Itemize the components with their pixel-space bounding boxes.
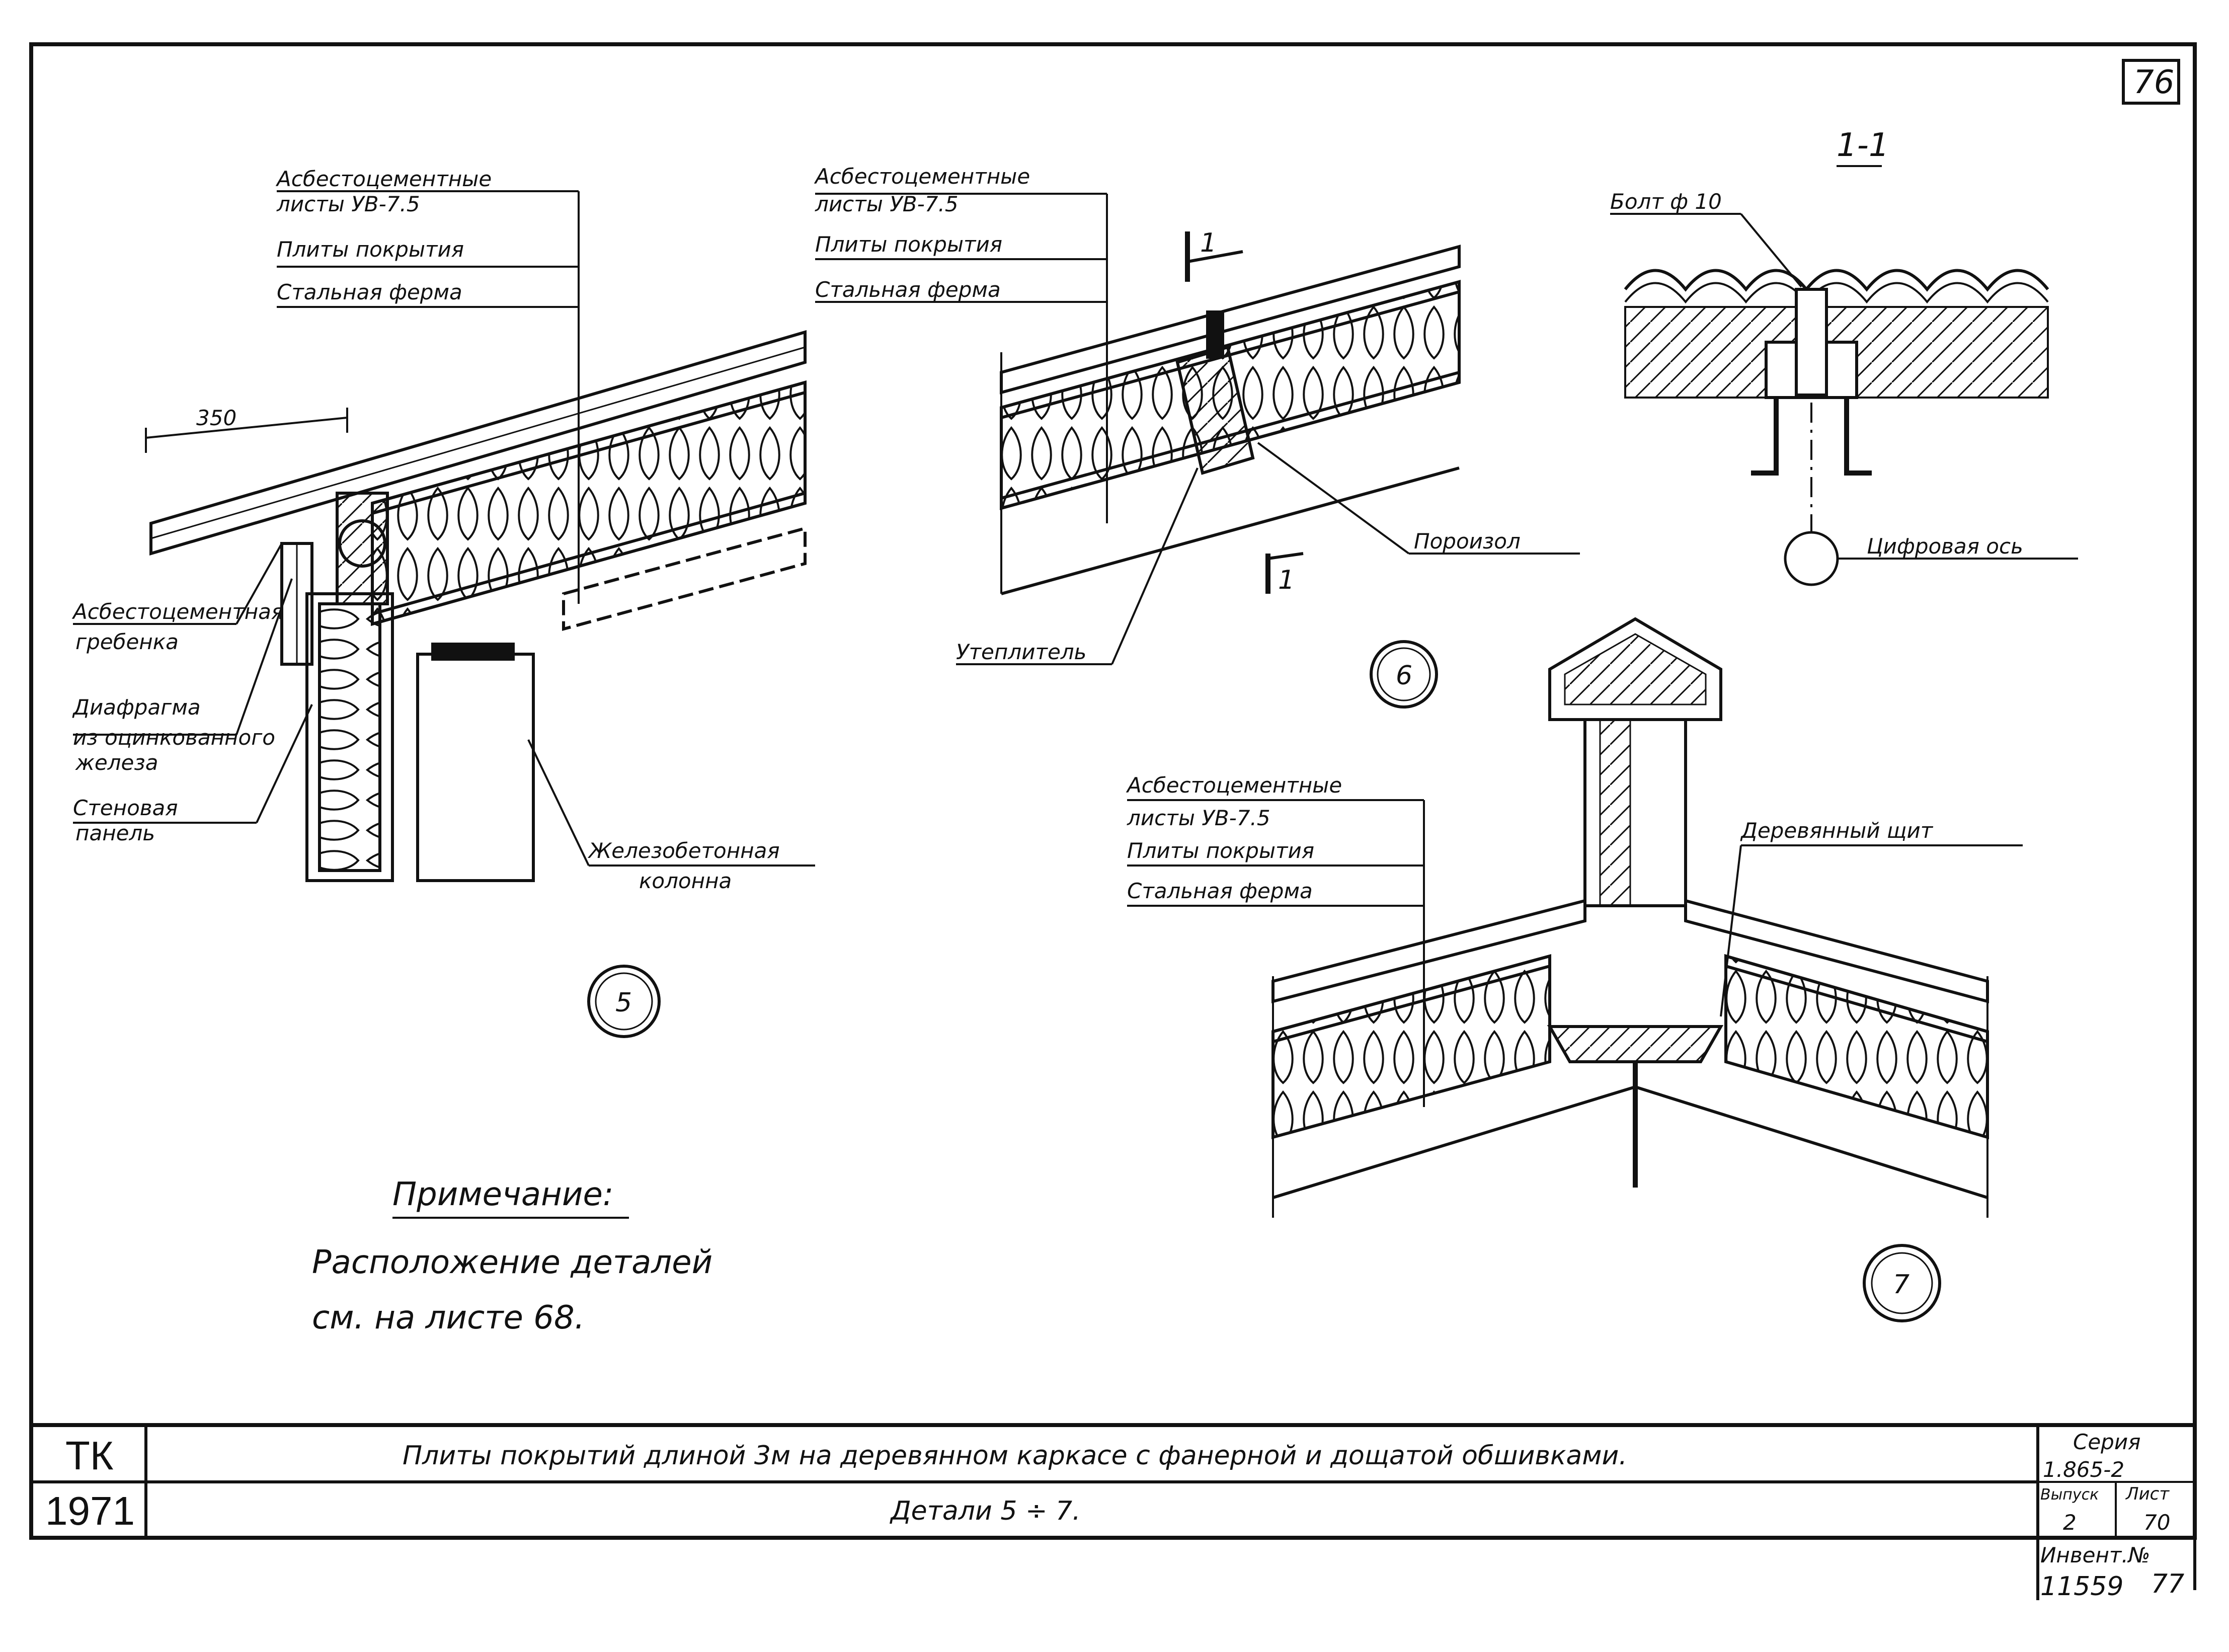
page-number: 76 <box>2133 64 2174 101</box>
sheet-value: 70 <box>2143 1510 2170 1535</box>
d6-label-slabs: Плиты покрытия <box>815 232 1002 257</box>
issue-value: 2 <box>2063 1510 2077 1535</box>
d5-label-sheets: Асбестоцементные <box>275 167 492 191</box>
detail-5-number: 5 <box>615 988 632 1018</box>
series-value: 1.865-2 <box>2043 1457 2124 1482</box>
d6-label-truss: Стальная ферма <box>815 277 1001 302</box>
section-1-1-drawing <box>1610 165 2078 586</box>
issue-label: Выпуск <box>2040 1486 2099 1504</box>
d5-dimension: 350 <box>196 406 236 430</box>
d5-left-label-5: железа <box>75 750 158 775</box>
d5-left-label-3: Диафрагма <box>72 695 201 720</box>
section-label-axis: Цифровая ось <box>1867 534 2023 559</box>
d5-label-sheets-type: листы УВ-7.5 <box>276 192 420 216</box>
note-line-2: см. на листе 68. <box>312 1299 585 1336</box>
d5-left-label-6: Стеновая <box>73 796 178 820</box>
d5-left-label-1: Асбестоцементная <box>71 599 284 624</box>
section-mark-bottom: 1 <box>1278 565 1295 595</box>
section-label-bolt: Болт ф 10 <box>1610 189 1722 214</box>
series-label: Серия <box>2073 1430 2140 1454</box>
title-block <box>31 1423 2196 1600</box>
stamp-tk: ТК <box>65 1433 114 1478</box>
note-heading: Примечание: <box>392 1176 613 1213</box>
note-line-1: Расположение деталей <box>312 1244 712 1281</box>
stamp-year: 1971 <box>45 1488 135 1533</box>
d5-column-label-2: колонна <box>639 869 732 893</box>
d5-left-label-4: из оцинкованного <box>73 725 275 750</box>
detail-7-drawing <box>1127 617 2023 1322</box>
inventory-value: 11559 <box>2040 1571 2123 1602</box>
d5-column-label-1: Железобетонная <box>587 838 780 863</box>
d6-label-sheets: Асбестоцементные <box>814 164 1030 189</box>
d5-left-label-7: панель <box>75 821 155 845</box>
drawing-subtitle: Детали 5 ÷ 7. <box>890 1496 1081 1526</box>
drawing-title: Плиты покрытий длиной 3м на деревянном к… <box>403 1441 1627 1471</box>
sheet-label: Лист <box>2125 1484 2170 1504</box>
d7-label-slabs: Плиты покрытия <box>1127 838 1314 863</box>
d7-label-truss: Стальная ферма <box>1127 879 1313 903</box>
detail-6-drawing <box>815 193 1580 709</box>
detail-7-number: 7 <box>1893 1270 1909 1300</box>
d6-label-porizol: Пороизол <box>1414 529 1521 554</box>
d7-label-shield: Деревянный щит <box>1740 818 1934 843</box>
detail-5-drawing <box>73 190 815 1038</box>
d5-left-label-2: гребенка <box>75 630 179 654</box>
inventory-label: Инвент.№ <box>2040 1543 2150 1567</box>
d6-label-sheets-type: листы УВ-7.5 <box>815 192 959 216</box>
d5-label-slabs: Плиты покрытия <box>277 237 464 262</box>
section-1-1-title: 1-1 <box>1837 127 1889 164</box>
inventory-extra: 77 <box>2151 1569 2184 1599</box>
d5-label-truss: Стальная ферма <box>277 280 462 304</box>
d7-label-sheets: Асбестоцементные <box>1126 773 1342 798</box>
section-mark-top: 1 <box>1200 228 1217 258</box>
d6-label-insulation: Утеплитель <box>956 640 1086 664</box>
d7-label-sheets-type: листы УВ-7.5 <box>1127 806 1270 830</box>
detail-6-number: 6 <box>1396 661 1412 691</box>
